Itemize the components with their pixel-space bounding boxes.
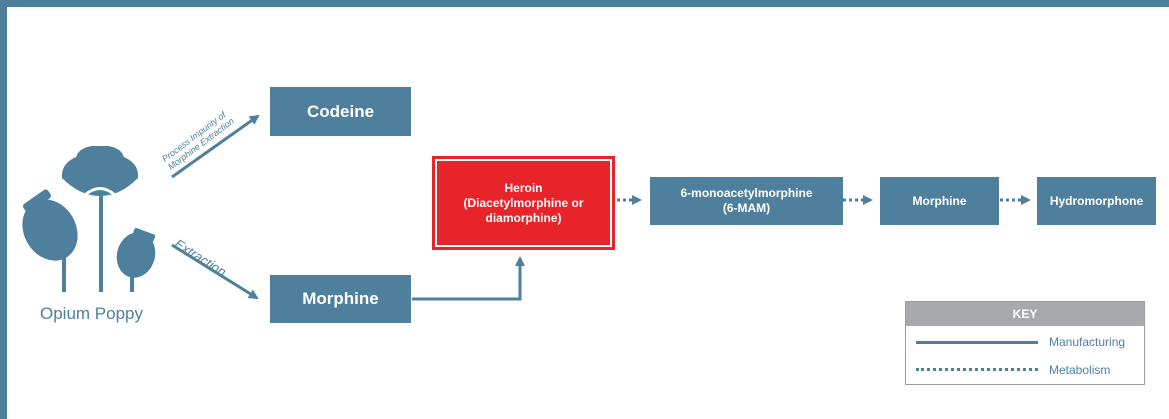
legend-title: KEY	[906, 302, 1144, 326]
heroin-label-line2: (Diacetylmorphine or	[463, 195, 584, 210]
legend-dotted-line	[916, 368, 1038, 371]
arrow-morphine-to-heroin	[412, 256, 525, 301]
6mam-label-line1: 6-monoacetylmorphine	[680, 186, 813, 200]
opium-poppy-label: Opium Poppy	[40, 304, 143, 323]
heroin-node: Heroin (Diacetylmorphine or diamorphine)	[432, 156, 615, 250]
heroin-label-line1: Heroin	[504, 180, 543, 195]
legend-metabolism-label: Metabolism	[1049, 363, 1111, 377]
legend-manufacturing-label: Manufacturing	[1049, 335, 1126, 349]
legend-metabolism: Metabolism	[906, 360, 1144, 380]
opium-poppy-icon	[22, 146, 156, 292]
legend-key: KEY Manufacturing Metabolism	[905, 301, 1145, 385]
6mam-label-line2: (6-MAM)	[722, 201, 771, 215]
morphine-source-node: Morphine	[270, 275, 411, 323]
morphine-metabolite-node: Morphine	[880, 177, 999, 225]
arrow-poppy-to-morphine	[171, 243, 259, 300]
legend-solid-line	[916, 341, 1038, 344]
6mam-node: 6-monoacetylmorphine (6-MAM)	[650, 177, 843, 225]
arrow-poppy-to-codeine	[171, 114, 260, 179]
heroin-label-line3: diamorphine)	[485, 210, 562, 225]
heroin-node-inner: Heroin (Diacetylmorphine or diamorphine)	[435, 159, 612, 247]
legend-manufacturing: Manufacturing	[906, 332, 1144, 352]
hydromorphone-node: Hydromorphone	[1037, 177, 1156, 225]
codeine-node: Codeine	[270, 87, 411, 136]
